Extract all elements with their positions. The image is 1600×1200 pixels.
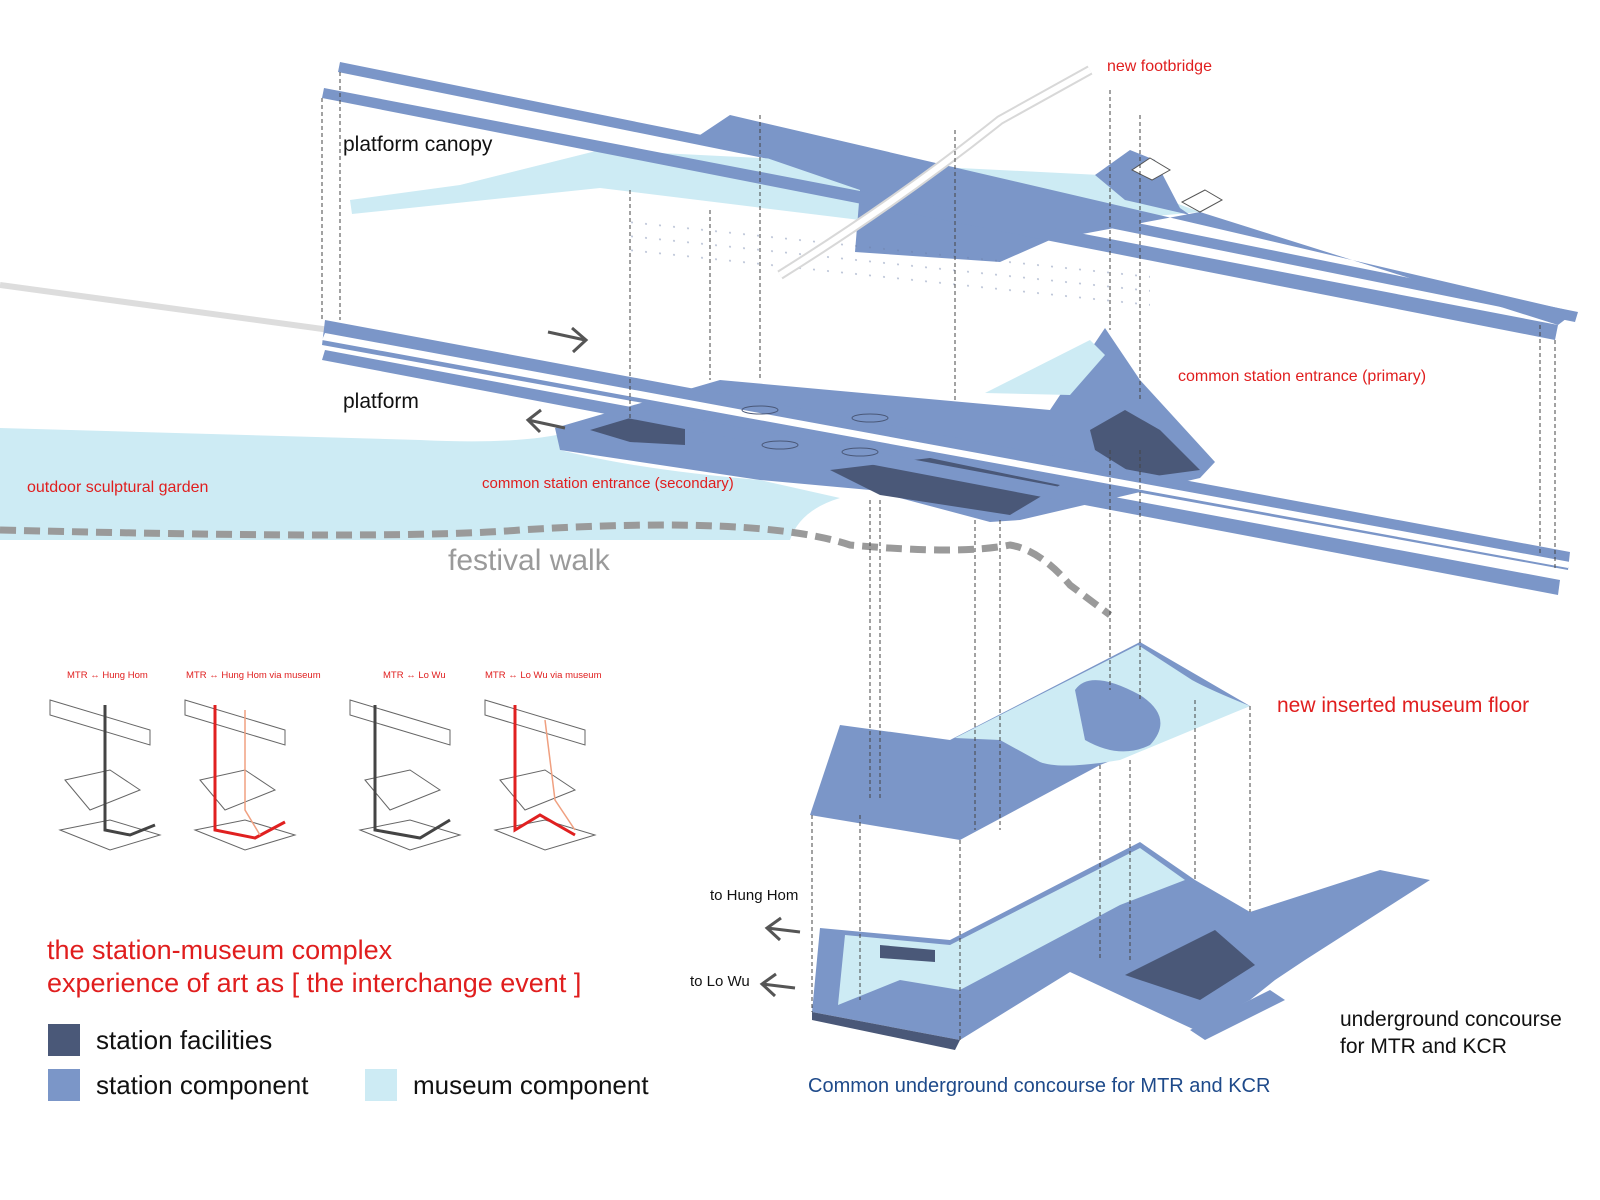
- label-to-hung-hom: to Hung Hom: [710, 887, 799, 904]
- concourse-main: [812, 842, 1430, 1040]
- legend-swatch-facilities: [48, 1024, 80, 1056]
- legend-swatch-station: [48, 1069, 80, 1101]
- platform-facility-2: [830, 458, 1060, 515]
- platform-level: [0, 282, 1570, 618]
- platform-museum-void: [985, 340, 1105, 395]
- direction-arrow-right: [547, 326, 589, 354]
- canopy-rail-bottom: [322, 88, 1558, 340]
- label-common-entrance-secondary: common station entrance (secondary): [482, 475, 734, 492]
- canopy-opening-1: [1131, 157, 1171, 181]
- label-underground-concourse-2: for MTR and KCR: [1340, 1035, 1507, 1058]
- label-platform-canopy: platform canopy: [343, 133, 493, 156]
- arrow-to-hung-hom: [764, 916, 801, 942]
- canopy-station-area: [700, 115, 1575, 325]
- legend-station-facilities: station facilities: [48, 1024, 272, 1056]
- route-thumb-4: [484, 699, 597, 851]
- canopy-level: [322, 62, 1578, 340]
- legend-label: station facilities: [96, 1024, 273, 1055]
- route-title-2: MTR ↔ Hung Hom via museum: [186, 670, 321, 681]
- label-new-museum-floor: new inserted museum floor: [1277, 694, 1530, 717]
- label-festival-walk: festival walk: [448, 544, 610, 577]
- label-outdoor-garden: outdoor sculptural garden: [27, 479, 209, 496]
- canopy-entrance-block: [1095, 150, 1190, 215]
- arrow-to-lo-wu: [759, 972, 796, 998]
- concourse-museum-part: [838, 848, 1185, 1005]
- route-title-3: MTR ↔ Lo Wu: [383, 670, 446, 681]
- legend-label: museum component: [413, 1069, 649, 1100]
- route-thumb-2: [184, 699, 297, 851]
- legend-station-component: station component: [48, 1069, 308, 1101]
- route-thumb-3: [349, 699, 462, 851]
- label-platform: platform: [343, 390, 419, 413]
- outdoor-garden-area: [0, 428, 840, 540]
- legend-swatch-museum: [365, 1069, 397, 1101]
- platform-rail-strip-lower: [322, 350, 1560, 595]
- concourse-exit-ramp: [1190, 990, 1285, 1040]
- platform-facility-3: [1090, 410, 1200, 478]
- label-underground-concourse-1: underground concourse: [1340, 1008, 1562, 1031]
- concourse-facility-edge: [812, 1012, 960, 1050]
- concourse-level: [759, 842, 1430, 1050]
- route-title-4: MTR ↔ Lo Wu via museum: [485, 670, 602, 681]
- title-line-1: the station-museum complex: [47, 935, 393, 965]
- legend-label: station component: [96, 1069, 309, 1100]
- festival-walk-path: [0, 521, 1113, 618]
- route-title-1: MTR ↔ Hung Hom: [67, 670, 148, 681]
- canopy-opening-2: [1180, 189, 1224, 213]
- label-common-underground-concourse: Common underground concourse for MTR and…: [808, 1075, 1271, 1097]
- label-common-entrance-primary: common station entrance (primary): [1178, 368, 1427, 385]
- museum-floor-level: [810, 642, 1250, 840]
- title-line-2: experience of art as [ the interchange e…: [47, 968, 582, 998]
- route-thumb-1: [49, 699, 162, 851]
- concourse-facility-dark: [1125, 930, 1255, 1000]
- direction-arrow-left: [525, 408, 566, 434]
- label-new-footbridge: new footbridge: [1107, 58, 1212, 75]
- route-thumbnails: [49, 699, 597, 851]
- label-to-lo-wu: to Lo Wu: [690, 973, 750, 990]
- legend-museum-component: museum component: [365, 1069, 649, 1101]
- projection-lines: [321, 72, 1556, 1040]
